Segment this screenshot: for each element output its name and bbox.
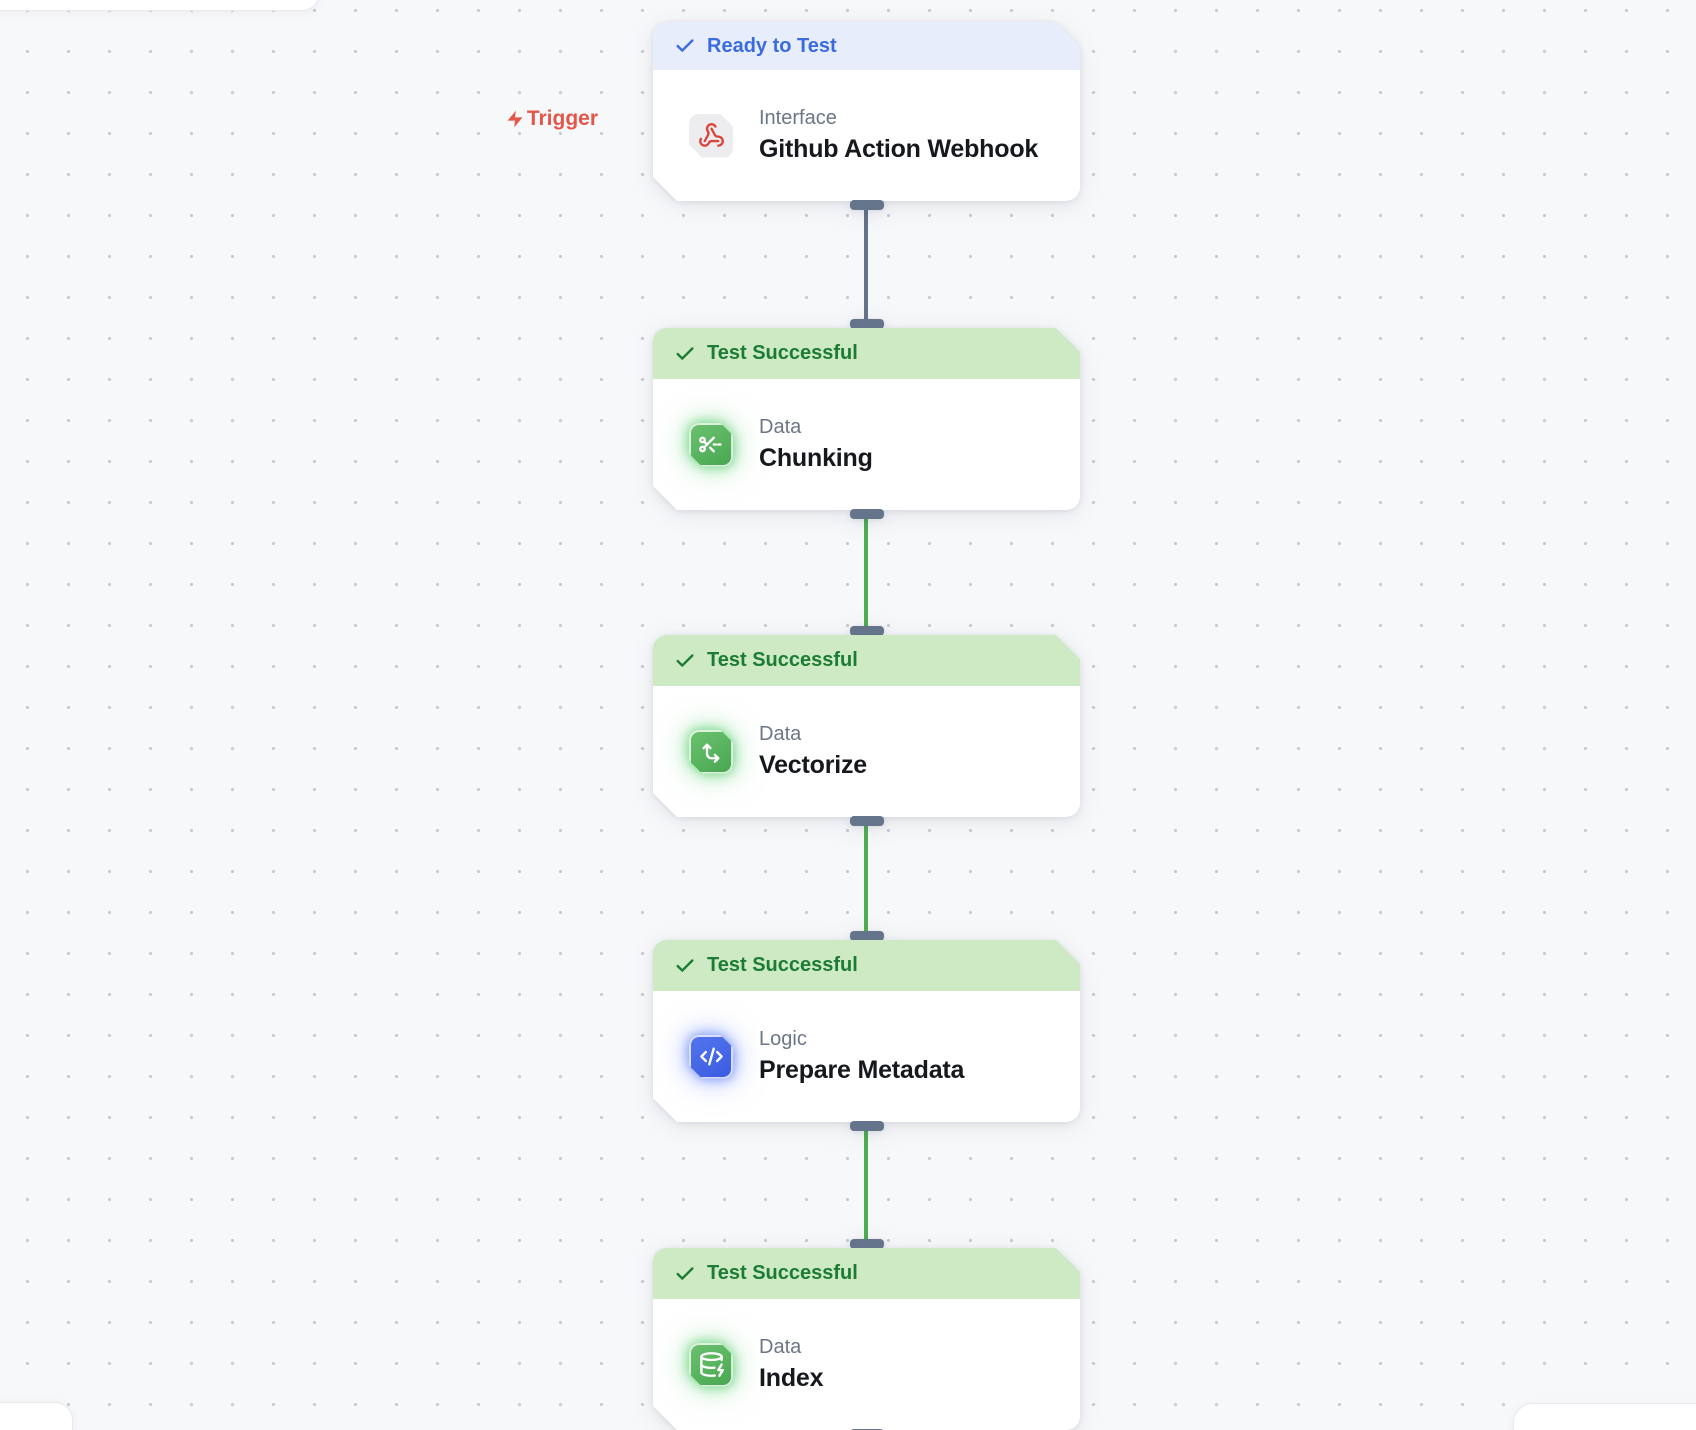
database-zap-icon: [689, 1343, 733, 1387]
scissors-dashed-icon: [689, 423, 733, 467]
node-chunking[interactable]: Test Successful Data Chunking: [653, 319, 1080, 519]
vector-arrows-icon: [689, 730, 733, 774]
connector-line[interactable]: [864, 1122, 868, 1250]
check-icon: [674, 955, 696, 977]
node-title: Vectorize: [759, 751, 867, 779]
node-category: Logic: [759, 1028, 807, 1050]
trigger-label-text: Trigger: [526, 107, 598, 130]
node-github-action-webhook[interactable]: Ready to Test Interface Github Action We…: [653, 22, 1080, 210]
node-status-label: Test Successful: [707, 1262, 858, 1284]
webhook-icon: [689, 114, 733, 158]
input-handle[interactable]: [849, 319, 884, 329]
output-handle[interactable]: [849, 509, 884, 519]
node-status-banner: Test Successful: [653, 328, 1080, 379]
node-title: Index: [759, 1364, 824, 1392]
node-title: Chunking: [759, 444, 873, 472]
node-body: Data Index: [653, 1299, 1080, 1430]
zap-icon: [507, 110, 523, 128]
node-status-label: Test Successful: [707, 342, 858, 364]
code-icon: [689, 1035, 733, 1079]
node-index[interactable]: Test Successful Data Index: [653, 1239, 1080, 1430]
node-prepare-metadata[interactable]: Test Successful Logic Prepare Metadata: [653, 931, 1080, 1131]
node-category: Interface: [759, 107, 837, 129]
check-icon: [674, 343, 696, 365]
node-status-label: Test Successful: [707, 649, 858, 671]
node-body: Logic Prepare Metadata: [653, 991, 1080, 1122]
top-left-panel-edge: [0, 0, 320, 11]
bottom-left-panel-edge: [0, 1402, 73, 1430]
bottom-right-panel-edge: [1513, 1403, 1696, 1430]
check-icon: [674, 650, 696, 672]
node-category: Data: [759, 1336, 802, 1358]
output-handle[interactable]: [849, 816, 884, 826]
node-title: Github Action Webhook: [759, 135, 1039, 163]
node-status-banner: Test Successful: [653, 940, 1080, 991]
input-handle[interactable]: [849, 1239, 884, 1249]
check-icon: [674, 35, 696, 57]
connector-line[interactable]: [864, 203, 868, 330]
check-icon: [674, 1263, 696, 1285]
output-handle[interactable]: [849, 1121, 884, 1131]
node-status-banner: Test Successful: [653, 635, 1080, 686]
node-title: Prepare Metadata: [759, 1056, 965, 1084]
node-status-label: Ready to Test: [707, 34, 837, 57]
node-body: Data Chunking: [653, 379, 1080, 510]
node-status-label: Test Successful: [707, 954, 858, 976]
node-status-banner: Test Successful: [653, 1248, 1080, 1299]
connector-line[interactable]: [864, 510, 868, 637]
node-category: Data: [759, 723, 802, 745]
node-body: Data Vectorize: [653, 686, 1080, 817]
connector-line[interactable]: [864, 817, 868, 944]
node-vectorize[interactable]: Test Successful Data Vectorize: [653, 626, 1080, 826]
input-handle[interactable]: [849, 931, 884, 941]
trigger-label: Trigger: [430, 107, 598, 131]
input-handle[interactable]: [849, 626, 884, 636]
node-status-banner: Ready to Test: [653, 22, 1080, 70]
node-category: Data: [759, 416, 802, 438]
output-handle[interactable]: [849, 200, 884, 210]
node-body: Interface Github Action Webhook: [653, 70, 1080, 201]
